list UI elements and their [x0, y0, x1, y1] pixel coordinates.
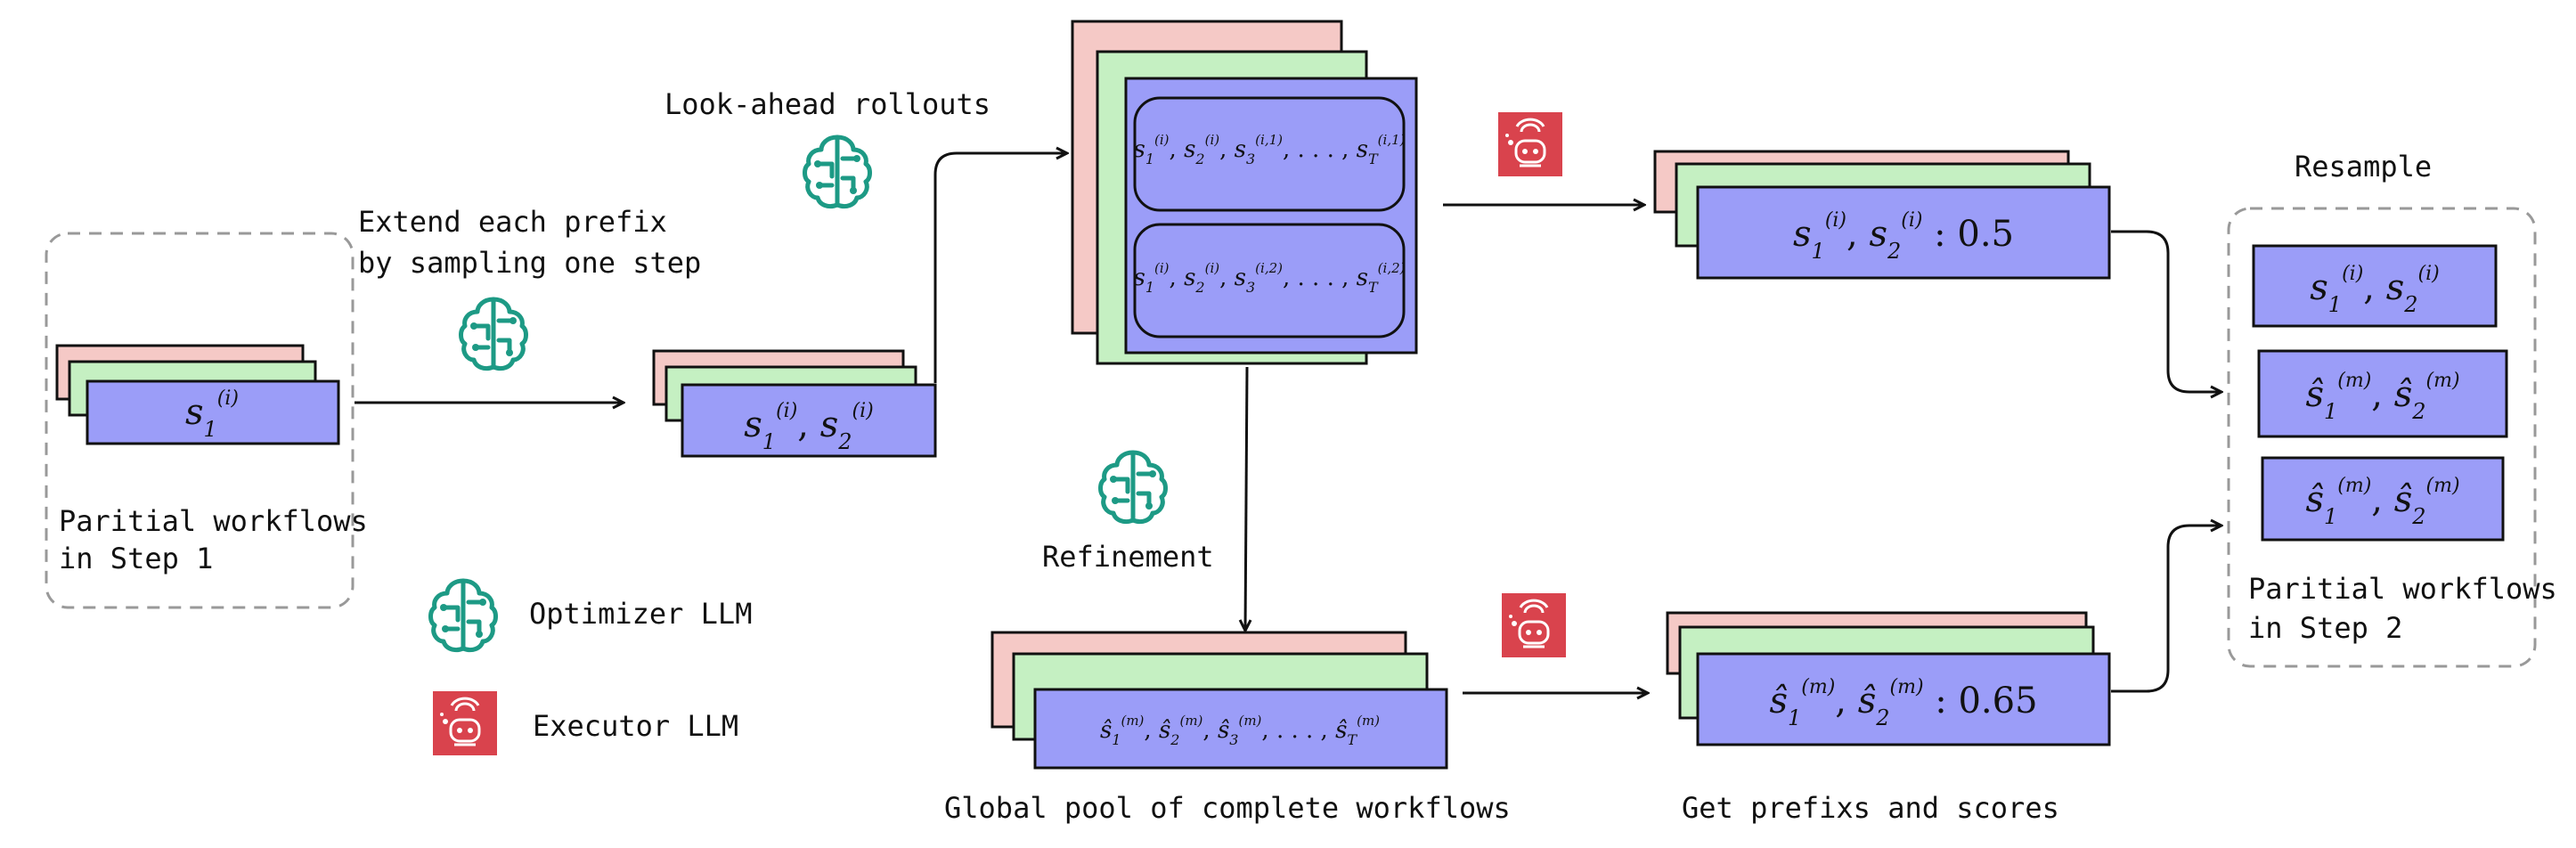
- step2-group-box: [2227, 207, 2537, 668]
- step2-card-1: [2252, 244, 2498, 328]
- pool-card-blue: [1033, 688, 1448, 770]
- arrow-to-refinement: [1245, 366, 1247, 631]
- extended-card-blue: [681, 383, 937, 458]
- optimizer-brain-icon-refinement: [1101, 453, 1166, 522]
- extend-label-line1: Extend each prefix: [358, 205, 667, 239]
- rollout-card-blue: [1124, 77, 1418, 355]
- step2-card-2: [2257, 349, 2508, 438]
- legend-executor-robot-icon: [431, 689, 499, 757]
- score1-value: 0.5: [1957, 214, 2014, 255]
- lookahead-label: Look-ahead rollouts: [664, 87, 990, 121]
- step1-caption-line1: Paritial workflows: [59, 504, 368, 538]
- resample-label: Resample: [2295, 150, 2432, 183]
- arrow-score2-to-resample: [2111, 526, 2221, 693]
- legend-executor-label: Executor LLM: [533, 709, 738, 743]
- get-prefixes-label: Get prefixs and scores: [1682, 791, 2059, 825]
- executor-robot-icon-top: [1496, 110, 1564, 178]
- step2-card-3: [2261, 456, 2505, 542]
- refinement-label: Refinement: [1042, 540, 1214, 574]
- optimizer-brain-icon-extend: [461, 299, 526, 369]
- step2-caption-line1: Paritial workflows: [2248, 572, 2557, 606]
- arrow-score1-to-resample: [2111, 230, 2221, 392]
- score2-value: 0.65: [1958, 681, 2037, 722]
- score2-card-blue: [1696, 652, 2111, 746]
- score1-card-blue: [1696, 185, 2111, 280]
- extend-label-line2: by sampling one step: [358, 246, 701, 280]
- rollout-pill-2: [1133, 223, 1406, 338]
- step1-card-blue: [86, 379, 340, 445]
- step1-caption-line2: in Step 1: [59, 542, 213, 575]
- optimizer-brain-icon-lookahead: [805, 137, 870, 207]
- rollout-pill-1: [1133, 96, 1406, 212]
- step1-group-box: [45, 232, 355, 609]
- global-pool-label: Global pool of complete workflows: [944, 791, 1511, 825]
- legend-optimizer-label: Optimizer LLM: [529, 597, 752, 631]
- step2-caption-line2: in Step 2: [2248, 611, 2402, 645]
- executor-robot-icon-bottom: [1500, 591, 1568, 659]
- legend-optimizer-brain-icon: [431, 581, 496, 650]
- arrow-to-lookahead: [933, 153, 1067, 383]
